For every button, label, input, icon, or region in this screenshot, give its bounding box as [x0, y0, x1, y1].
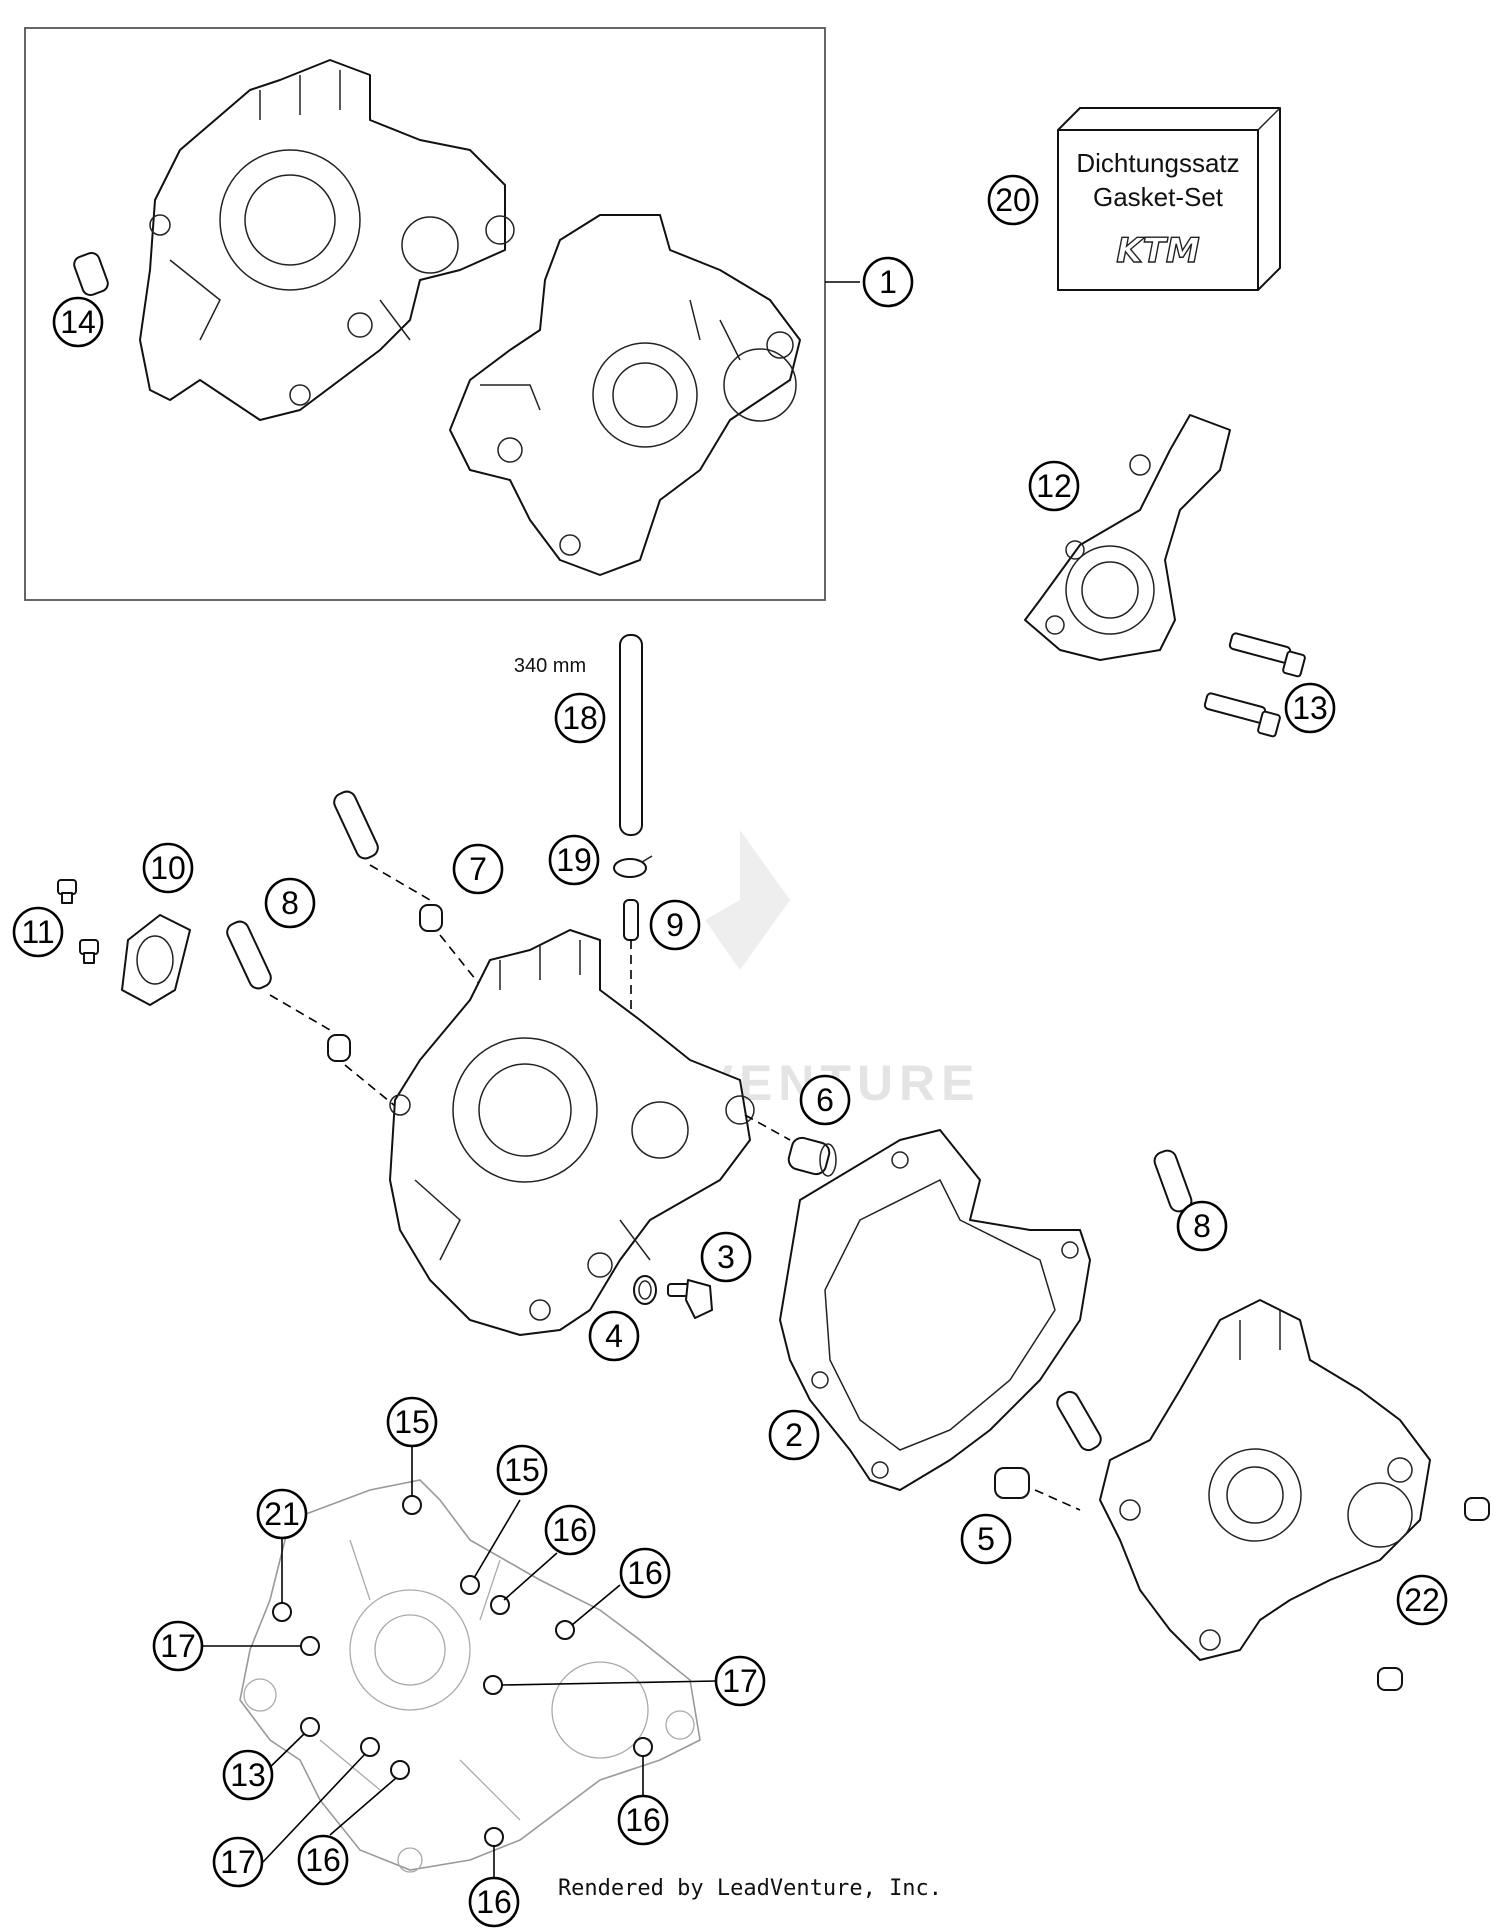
- leader-lines: [202, 1446, 717, 1878]
- callout-19: 19: [548, 834, 600, 886]
- callout-10: 10: [142, 842, 194, 894]
- crankcase-ghost-view: [239, 1479, 701, 1873]
- svg-text:9: 9: [666, 907, 684, 943]
- gasket-box-line1: Dichtungssatz: [1076, 148, 1239, 178]
- svg-text:5: 5: [977, 1521, 995, 1557]
- callout-18: 18: [554, 692, 606, 744]
- crankcase-half-right-lower: [1099, 1299, 1431, 1661]
- callout-16-d: 16: [297, 1834, 349, 1886]
- svg-text:10: 10: [150, 850, 186, 886]
- bushing-5: [994, 1467, 1081, 1511]
- callout-3: 3: [700, 1231, 752, 1283]
- callout-16-e: 16: [468, 1876, 520, 1928]
- dowel-pin-8: [226, 920, 401, 1111]
- bolts-13-upper: [1203, 632, 1306, 738]
- crankcase-half-right-top: [449, 214, 801, 576]
- svg-text:17: 17: [722, 1663, 758, 1699]
- svg-text:13: 13: [230, 1757, 266, 1793]
- svg-text:20: 20: [995, 182, 1031, 218]
- svg-text:1: 1: [879, 264, 897, 300]
- svg-text:16: 16: [476, 1884, 512, 1920]
- gasket-set-box: Dichtungssatz Gasket-Set KTM: [1057, 107, 1281, 291]
- svg-text:16: 16: [305, 1842, 341, 1878]
- svg-text:11: 11: [21, 914, 54, 950]
- callout-14: 14: [52, 296, 104, 348]
- callout-22: 22: [1396, 1574, 1448, 1626]
- callout-11: 11: [12, 906, 64, 958]
- callout-2: 2: [768, 1409, 820, 1461]
- svg-text:7: 7: [469, 851, 487, 887]
- ktm-logo-text: KTM: [1116, 231, 1200, 271]
- hose-clamp-19: [613, 855, 653, 878]
- svg-text:2: 2: [785, 1417, 803, 1453]
- dowel-pin-14: [73, 252, 109, 296]
- callout-21: 21: [256, 1488, 308, 1540]
- callout-7: 7: [452, 843, 504, 895]
- svg-text:19: 19: [556, 842, 592, 878]
- svg-text:3: 3: [717, 1239, 735, 1275]
- bearing-6: [787, 1136, 837, 1177]
- callout-4: 4: [588, 1310, 640, 1362]
- gasket-10: [121, 914, 191, 1006]
- callout-8-middle: 8: [264, 877, 316, 929]
- drain-screw-3: [667, 1279, 713, 1319]
- callout-17-c: 17: [212, 1836, 264, 1888]
- callout-15-b: 15: [496, 1444, 548, 1496]
- svg-text:17: 17: [160, 1628, 196, 1664]
- crankcase-assembly-frame: [24, 27, 826, 601]
- svg-text:18: 18: [562, 700, 598, 736]
- tube-length-label: 340 mm: [514, 655, 586, 677]
- svg-text:22: 22: [1404, 1582, 1440, 1618]
- svg-text:15: 15: [504, 1452, 540, 1488]
- callout-13-lower: 13: [222, 1749, 274, 1801]
- callout-16-c: 16: [617, 1794, 669, 1846]
- svg-text:16: 16: [552, 1512, 588, 1548]
- crankcase-half-middle: [389, 929, 791, 1336]
- svg-text:12: 12: [1036, 468, 1072, 504]
- cover-12: [1024, 414, 1231, 661]
- dowels-22: [1377, 1497, 1490, 1691]
- callout-20: 20: [987, 174, 1039, 226]
- callout-15-a: 15: [386, 1396, 438, 1448]
- callout-16-b: 16: [619, 1547, 671, 1599]
- callout-9: 9: [649, 899, 701, 951]
- callout-17-a: 17: [152, 1620, 204, 1672]
- callout-1: 1: [862, 256, 914, 308]
- seal-ring-4: [633, 1275, 657, 1305]
- svg-text:8: 8: [281, 885, 299, 921]
- svg-text:16: 16: [625, 1802, 661, 1838]
- svg-text:13: 13: [1292, 690, 1328, 726]
- dowel-pin-7: [333, 790, 501, 1011]
- svg-text:17: 17: [220, 1844, 256, 1880]
- footer-credit: Rendered by LeadVenture, Inc.: [557, 1876, 943, 1901]
- callout-5: 5: [960, 1513, 1012, 1565]
- callout-6: 6: [799, 1074, 851, 1126]
- callout-17-b: 17: [714, 1655, 766, 1707]
- callout-12: 12: [1028, 460, 1080, 512]
- svg-text:15: 15: [394, 1404, 430, 1440]
- crankcase-gasket-2: [779, 1129, 1091, 1491]
- svg-text:21: 21: [264, 1496, 300, 1532]
- callout-13-upper: 13: [1284, 682, 1336, 734]
- svg-text:16: 16: [627, 1555, 663, 1591]
- svg-text:6: 6: [816, 1082, 834, 1118]
- svg-text:14: 14: [60, 304, 96, 340]
- callout-16-a: 16: [544, 1504, 596, 1556]
- screws-11: [57, 879, 99, 964]
- callout-8-lower: 8: [1176, 1200, 1228, 1252]
- gasket-box-line2: Gasket-Set: [1093, 182, 1224, 212]
- breather-tube-18: 340 mm: [514, 634, 643, 836]
- svg-text:4: 4: [605, 1318, 623, 1354]
- crankcase-half-left-top: [139, 59, 515, 421]
- svg-text:8: 8: [1193, 1208, 1211, 1244]
